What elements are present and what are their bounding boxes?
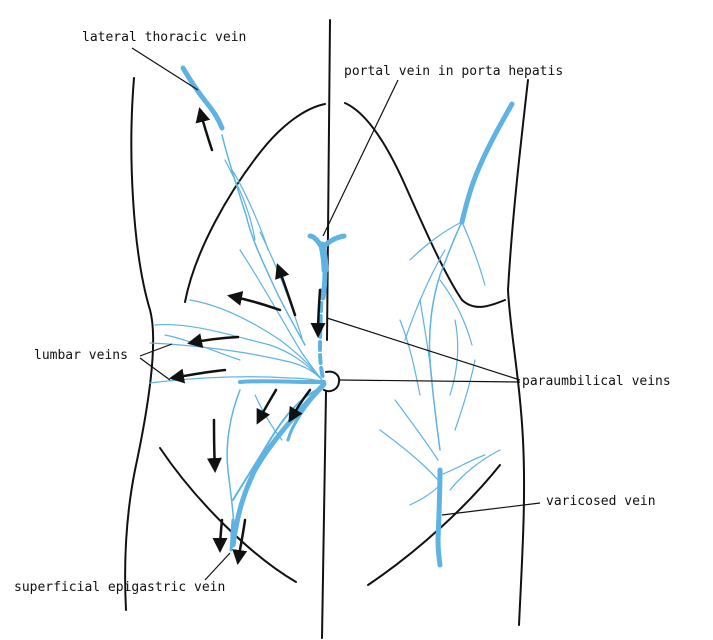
leader-paraumbilical-lower (339, 379, 521, 383)
label-paraumbilical-veins: paraumbilical veins (522, 374, 671, 389)
right-body-contour (506, 79, 529, 626)
label-lateral-thoracic-vein: lateral thoracic vein (82, 30, 247, 45)
midline (321, 19, 331, 639)
arrow-upper-left (227, 291, 282, 312)
body-outline (124, 19, 529, 639)
arrow-down-epigastric-left (212, 518, 228, 553)
arrow-lumbar-upper (187, 333, 240, 349)
label-varicosed-vein: varicosed vein (546, 494, 656, 509)
label-superficial-epigastric-vein: superficial epigastric vein (14, 580, 226, 595)
leader-varicosed-vein (441, 502, 541, 516)
flow-arrows (169, 107, 326, 565)
label-lumbar-veins: lumbar veins (34, 348, 128, 363)
right-inguinal-line (367, 464, 501, 586)
arrow-up-thoracic (195, 107, 214, 152)
arrow-down-epigastric-right (232, 518, 248, 565)
leader-lines (131, 47, 541, 581)
superficial-epigastric-vein (230, 381, 327, 548)
right-vein-network (379, 101, 515, 568)
label-portal-vein: portal vein in porta hepatis (344, 64, 564, 79)
arrow-portal-down (310, 288, 326, 338)
leader-lumbar-lower (139, 357, 171, 381)
leader-paraumbilical-upper (326, 317, 521, 381)
right-thoracic-vein (459, 101, 515, 225)
paraumbilical-vein (318, 288, 325, 380)
arrow-down-left (206, 418, 222, 473)
left-body-contour (124, 77, 155, 611)
lateral-thoracic-vein-upper (180, 65, 225, 131)
leader-lumbar-upper (139, 343, 173, 357)
leader-lateral-thoracic (131, 47, 199, 91)
left-vein-network (149, 65, 347, 552)
left-costal-margin (184, 103, 326, 303)
leader-superficial-epigastric (204, 552, 231, 581)
arrow-down-1 (256, 388, 278, 425)
umbilicus (323, 370, 341, 393)
arrow-up-left (275, 263, 297, 317)
varicosed-vein-trunk (435, 467, 443, 568)
leader-portal-vein (322, 79, 399, 237)
left-inguinal-line (159, 447, 297, 583)
arrow-lumbar-lower (169, 368, 227, 384)
right-costal-margin (344, 102, 506, 308)
arrow-down-2 (288, 388, 312, 423)
